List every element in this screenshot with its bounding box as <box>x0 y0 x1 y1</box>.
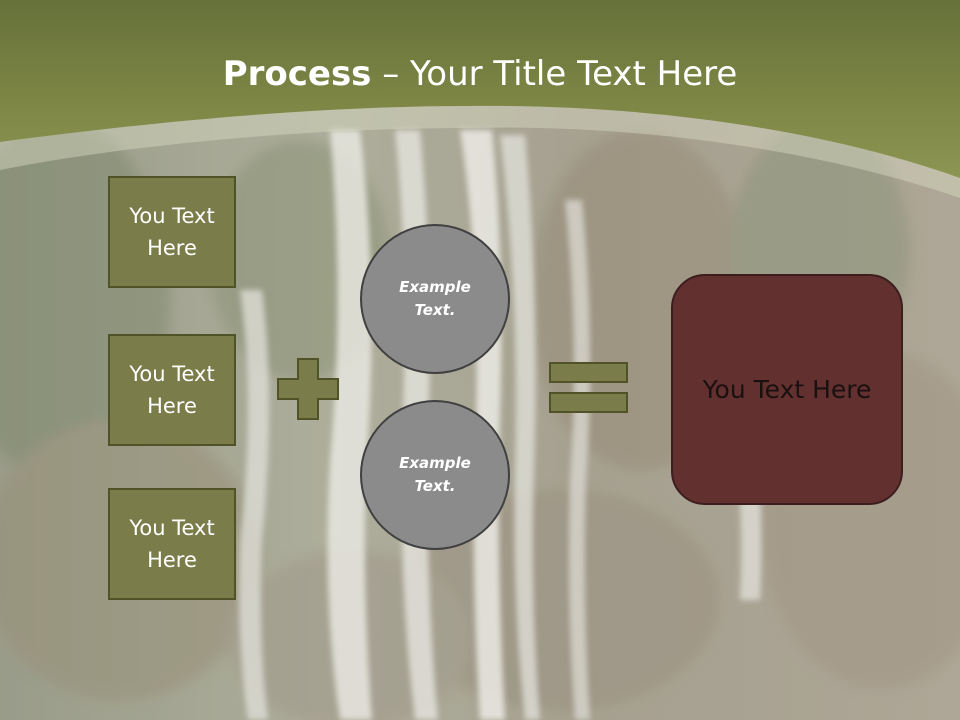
slide-title: Process – Your Title Text Here <box>0 50 960 98</box>
input-box-3[interactable]: You Text Here <box>108 488 236 600</box>
title-bold-part: Process <box>222 54 372 94</box>
result-box[interactable]: You Text Here <box>671 274 903 505</box>
example-circle-2[interactable]: Example Text. <box>360 400 510 550</box>
input-box-2[interactable]: You Text Here <box>108 334 236 446</box>
equals-icon <box>549 362 628 413</box>
title-rest-part: – Your Title Text Here <box>371 54 738 94</box>
input-box-1[interactable]: You Text Here <box>108 176 236 288</box>
example-circle-1[interactable]: Example Text. <box>360 224 510 374</box>
plus-icon <box>277 358 339 420</box>
